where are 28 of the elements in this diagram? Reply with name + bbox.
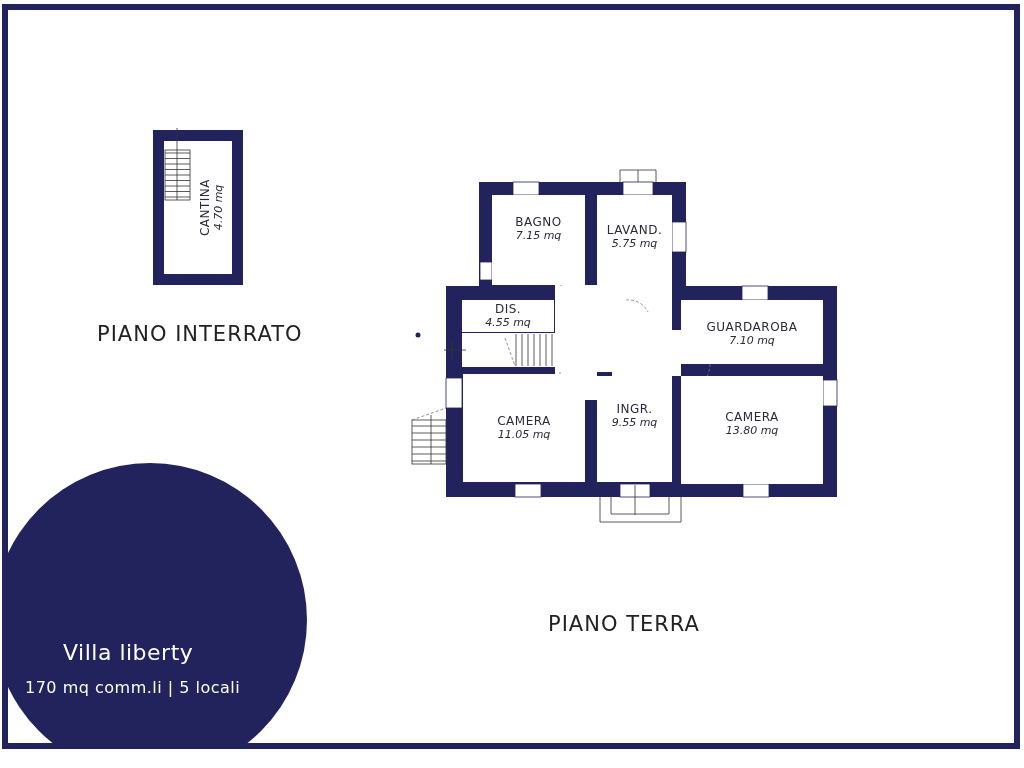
room-name: GUARDAROBA (706, 320, 798, 334)
room-area: 7.10 mq (729, 334, 775, 347)
property-details: 170 mq comm.li | 5 locali (25, 678, 241, 697)
floor-title: PIANO TERRA (548, 612, 700, 636)
room-name: CAMERA (725, 410, 779, 424)
room (463, 374, 585, 482)
room-area: 4.70 mq (212, 184, 226, 231)
property-name: Villa liberty (63, 640, 194, 665)
floor-title: PIANO INTERRATO (97, 322, 303, 346)
room-name: BAGNO (515, 215, 562, 229)
room-area: 7.15 mq (515, 229, 562, 242)
room-area: 11.05 mq (497, 428, 551, 441)
room-name: CAMERA (497, 414, 551, 428)
room-name: DIS. (494, 302, 522, 316)
room-name: LAVAND. (606, 223, 663, 237)
room-name: INGR. (616, 402, 653, 416)
room (492, 195, 585, 285)
room-name: CANTINA (198, 178, 213, 237)
room (192, 141, 232, 274)
room-area: 13.80 mq (725, 424, 779, 437)
room-area: 4.55 mq (485, 316, 531, 329)
room (597, 195, 672, 287)
room-area: 9.55 mq (611, 416, 658, 429)
room (681, 376, 823, 484)
room (681, 300, 823, 364)
room (597, 376, 672, 482)
room (462, 300, 554, 332)
room-area: 5.75 mq (611, 237, 658, 250)
